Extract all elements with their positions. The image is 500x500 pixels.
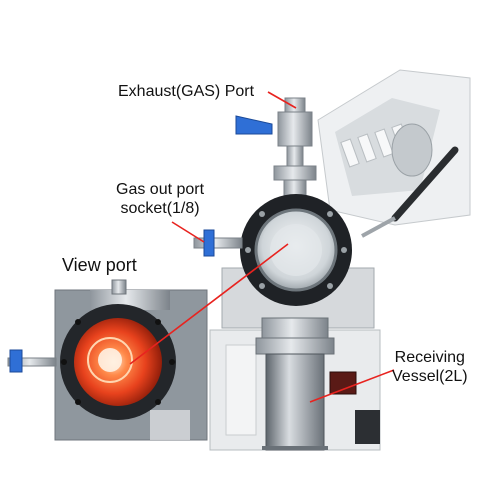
- callout-view-port: [129, 243, 289, 365]
- furnace-lid: [317, 69, 471, 226]
- exhaust-valve: [235, 97, 317, 203]
- receiving-vessel-line2: Vessel(2L): [392, 368, 468, 385]
- gas-strut: [361, 146, 459, 238]
- view-port-inset: [7, 279, 208, 441]
- view-port-label: View port: [62, 255, 137, 275]
- main-view-port: [240, 194, 352, 306]
- receiving-vessel: [255, 317, 335, 451]
- callout-receiving: [309, 369, 395, 403]
- gas-out-port-line1: Gas out port: [116, 181, 205, 198]
- gas-out-port-line2: socket(1/8): [120, 200, 200, 217]
- callout-lines: [129, 91, 395, 403]
- callout-gas-out: [171, 221, 205, 243]
- gas-out-socket: [193, 229, 243, 257]
- callout-exhaust: [267, 91, 297, 109]
- gas-out-port-label: Gas out port socket(1/8): [116, 180, 204, 218]
- receiving-vessel-line1: Receiving: [394, 349, 465, 366]
- receiving-vessel-label: Receiving Vessel(2L): [392, 348, 468, 386]
- exhaust-port-label: Exhaust(GAS) Port: [118, 83, 255, 100]
